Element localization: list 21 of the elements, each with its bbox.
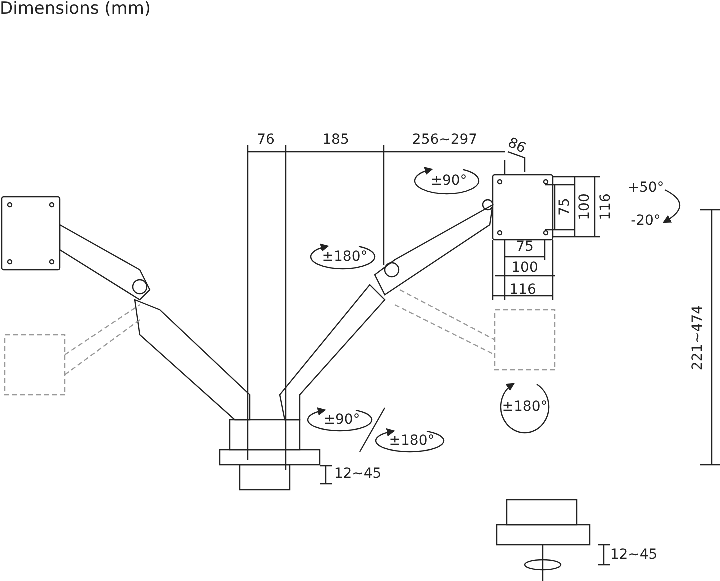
dimension-label: 76 [257, 133, 275, 147]
dimension-label: 86 [506, 136, 528, 156]
angle-label: -20° [631, 214, 661, 228]
dimension-label: 75 [516, 240, 534, 254]
angle-label: ±180° [389, 434, 435, 448]
dimension-label: 116 [599, 194, 613, 220]
dimension-label: 185 [322, 133, 350, 147]
dimension-label: 116 [510, 283, 536, 297]
dimension-label: 12~45 [334, 467, 382, 481]
dimension-label: 100 [512, 261, 538, 275]
angle-label: ±90° [430, 174, 468, 188]
angle-label: ±90° [324, 413, 360, 427]
dimension-label: 12~45 [610, 548, 658, 562]
dimension-label: 75 [558, 198, 572, 216]
angle-label: ±180° [322, 250, 368, 264]
dimension-label: 256~297 [412, 133, 478, 147]
dimension-label: 100 [578, 194, 592, 220]
angle-label: ±180° [502, 400, 548, 414]
dimension-label: 221~474 [691, 305, 705, 371]
diagram-title: Dimensions (mm) [0, 1, 152, 18]
angle-label: +50° [628, 181, 664, 195]
